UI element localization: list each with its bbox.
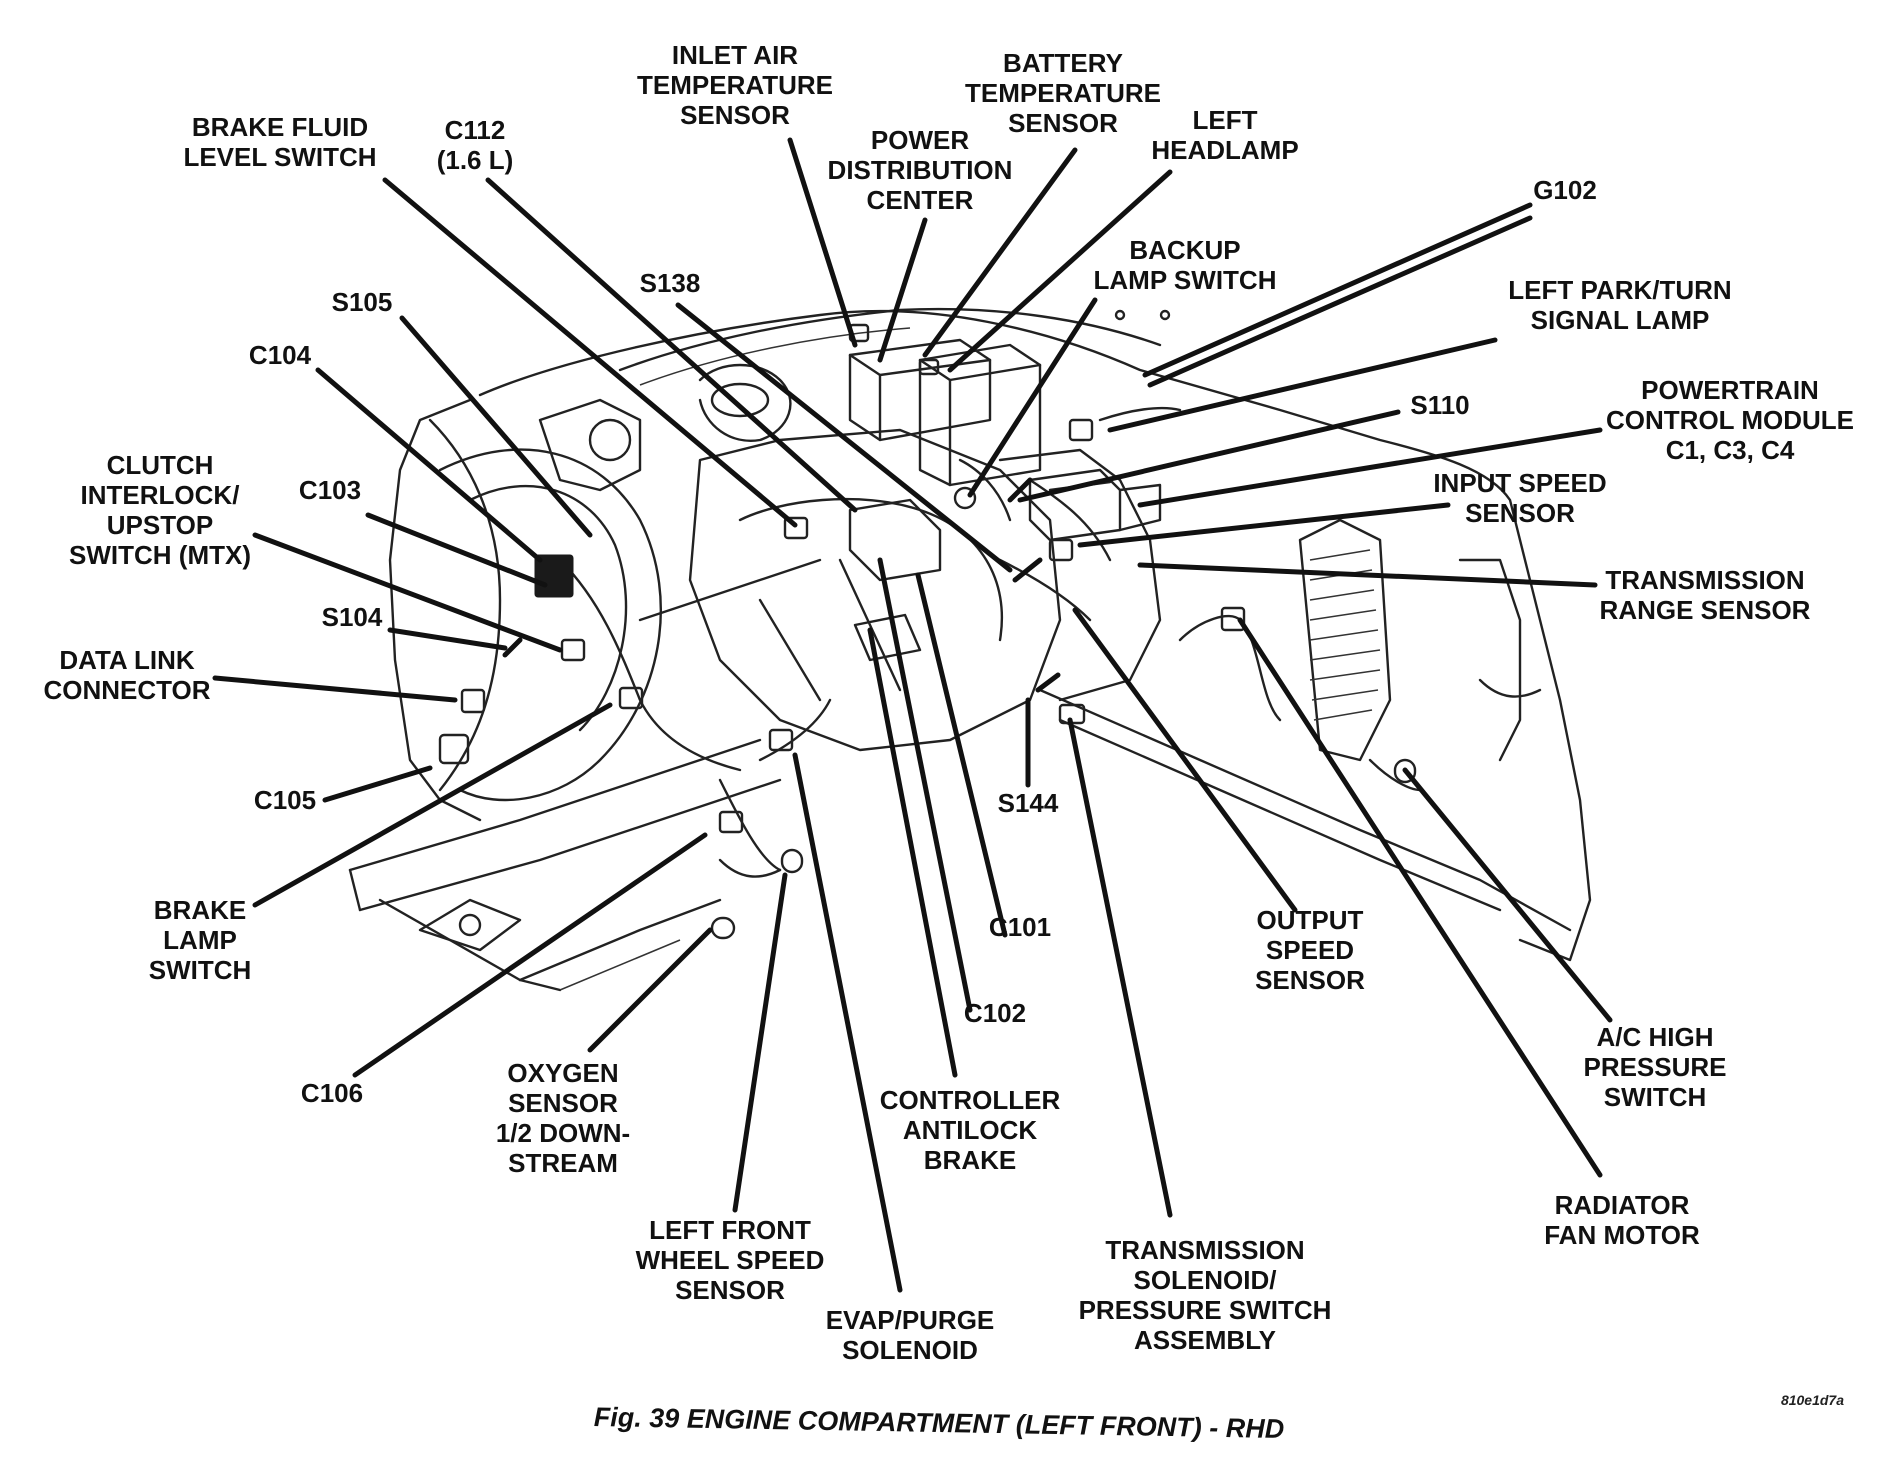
label-evap-purge-solenoid: EVAP/PURGE SOLENOID xyxy=(825,1305,995,1365)
label-left-front-wheel-speed-sensor: LEFT FRONT WHEEL SPEED SENSOR xyxy=(635,1215,825,1305)
label-powertrain-control-module: POWERTRAIN CONTROL MODULE C1, C3, C4 xyxy=(1606,375,1854,465)
leader-ac-high xyxy=(1402,767,1613,1023)
label-transmission-solenoid-assembly: TRANSMISSION SOLENOID/ PRESSURE SWITCH A… xyxy=(1078,1235,1332,1355)
leader-clutch xyxy=(252,532,563,653)
leader-oxygen xyxy=(587,927,713,1053)
leader-input-speed xyxy=(1077,502,1451,548)
label-left-headlamp: LEFT HEADLAMP xyxy=(1151,105,1299,165)
label-clutch-interlock-switch: CLUTCH INTERLOCK/ UPSTOP SWITCH (MTX) xyxy=(69,450,251,570)
leader-evap xyxy=(792,752,903,1293)
vehicle-line-art xyxy=(348,307,1592,992)
leader-s104 xyxy=(387,627,508,651)
leader-radiator-fan xyxy=(1237,617,1603,1178)
leader-c112 xyxy=(485,177,858,513)
label-c106: C106 xyxy=(300,1078,364,1108)
label-s138: S138 xyxy=(639,268,701,298)
label-output-speed-sensor: OUTPUT SPEED SENSOR xyxy=(1255,905,1365,995)
leader-s105 xyxy=(399,315,593,538)
leader-c104 xyxy=(315,367,543,563)
leader-output-speed xyxy=(1072,607,1298,913)
leader-battery-temp xyxy=(922,147,1078,358)
leader-left-headlamp xyxy=(947,169,1173,373)
label-input-speed-sensor: INPUT SPEED SENSOR xyxy=(1433,468,1607,528)
label-controller-antilock-brake: CONTROLLER ANTILOCK BRAKE xyxy=(879,1085,1061,1175)
leader-lines xyxy=(212,137,1613,1293)
label-c102: C102 xyxy=(963,998,1027,1028)
label-c103: C103 xyxy=(298,475,362,505)
leader-lf-wheel-speed xyxy=(732,872,788,1213)
label-s144: S144 xyxy=(997,788,1059,818)
label-oxygen-sensor: OXYGEN SENSOR 1/2 DOWN- STREAM xyxy=(495,1058,631,1178)
label-transmission-range-sensor: TRANSMISSION RANGE SENSOR xyxy=(1599,565,1811,625)
label-c112: C112 (1.6 L) xyxy=(436,115,514,175)
label-c105: C105 xyxy=(253,785,317,815)
leader-data-link xyxy=(212,675,458,703)
leader-trans-solenoid xyxy=(1067,717,1173,1218)
leader-backup-lamp xyxy=(967,297,1098,498)
label-s105: S105 xyxy=(331,287,393,317)
leader-c103 xyxy=(365,512,548,588)
label-left-park-turn-signal-lamp: LEFT PARK/TURN SIGNAL LAMP xyxy=(1508,275,1732,335)
leader-c101 xyxy=(915,572,1008,938)
leader-c106 xyxy=(352,832,708,1078)
label-c104: C104 xyxy=(248,340,312,370)
label-power-distribution-center: POWER DISTRIBUTION CENTER xyxy=(827,125,1013,215)
leader-brake-lamp xyxy=(252,702,613,908)
leader-pdc xyxy=(877,217,928,363)
leader-c102 xyxy=(877,557,973,1013)
label-backup-lamp-switch: BACKUP LAMP SWITCH xyxy=(1093,235,1277,295)
leader-c105 xyxy=(322,765,433,803)
leader-brake-fluid xyxy=(382,177,798,528)
label-c101: C101 xyxy=(988,912,1052,942)
leader-powertrain xyxy=(1137,427,1603,508)
label-inlet-air-temperature-sensor: INLET AIR TEMPERATURE SENSOR xyxy=(637,40,833,130)
label-g102: G102 xyxy=(1533,175,1597,205)
leader-controller-abs xyxy=(867,627,958,1078)
leader-left-park xyxy=(1107,337,1498,433)
label-s110: S110 xyxy=(1410,390,1470,420)
leader-g102a xyxy=(1142,202,1533,378)
leader-trans-range xyxy=(1137,562,1598,588)
leader-s110 xyxy=(1017,409,1401,503)
label-battery-temperature-sensor: BATTERY TEMPERATURE SENSOR xyxy=(965,48,1161,138)
leader-inlet-air xyxy=(787,137,858,348)
label-brake-fluid-level-switch: BRAKE FLUID LEVEL SWITCH xyxy=(183,112,377,172)
label-ac-high-pressure-switch: A/C HIGH PRESSURE SWITCH xyxy=(1583,1022,1727,1112)
leader-g102b xyxy=(1147,215,1533,388)
figure-code: 810e1d7a xyxy=(1780,1392,1844,1408)
label-s104: S104 xyxy=(321,602,383,632)
label-brake-lamp-switch: BRAKE LAMP SWITCH xyxy=(148,895,252,985)
label-radiator-fan-motor: RADIATOR FAN MOTOR xyxy=(1544,1190,1700,1250)
leader-s138 xyxy=(675,302,1013,573)
label-data-link-connector: DATA LINK CONNECTOR xyxy=(43,645,211,705)
